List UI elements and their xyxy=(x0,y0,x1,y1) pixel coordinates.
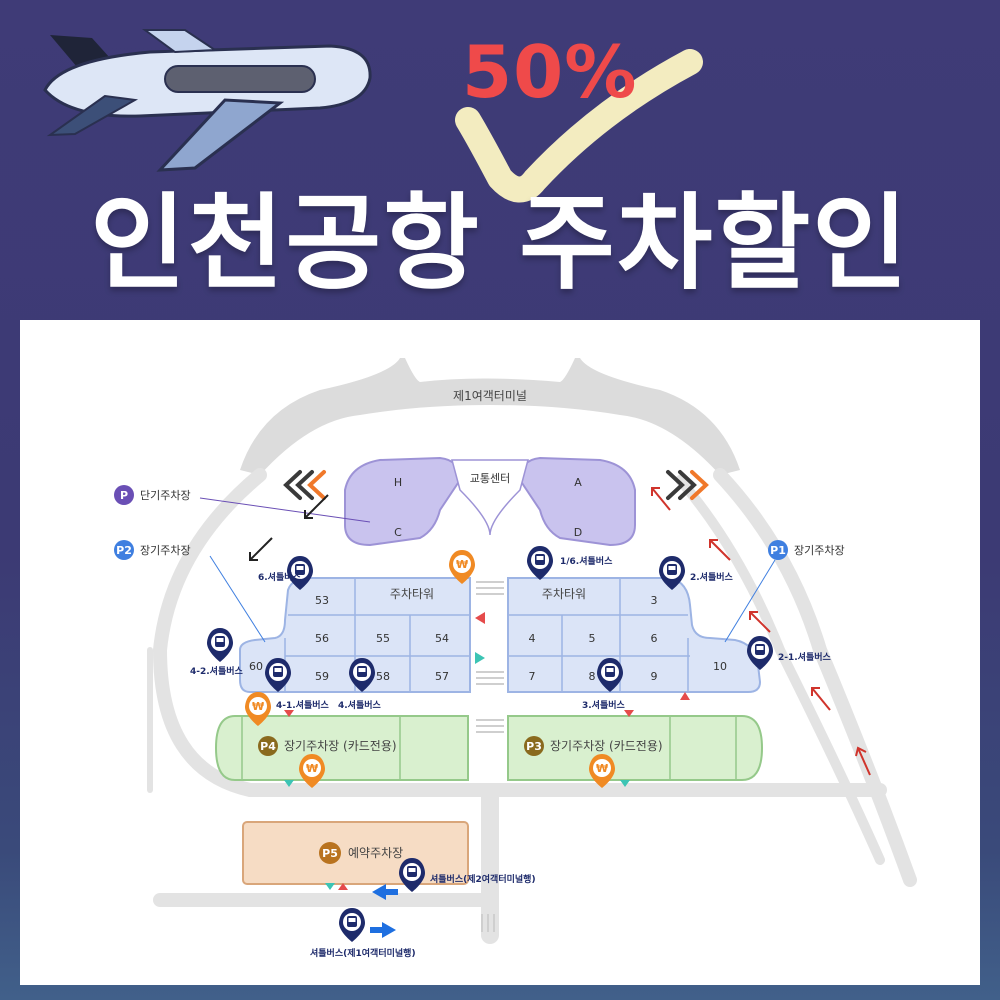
section-54: 54 xyxy=(435,632,449,645)
section-57: 57 xyxy=(435,670,449,683)
bus-icon[interactable] xyxy=(399,858,425,892)
short-term-parking: H A C D 교통센터 xyxy=(344,456,636,547)
shuttle-stops: 6.셔틀버스 1/6.셔틀버스 2.셔틀버스 4-2.셔틀버스 2-1.셔틀버스… xyxy=(190,546,832,959)
entry-markers xyxy=(284,612,690,890)
section-6: 6 xyxy=(651,632,658,645)
section-53: 53 xyxy=(315,594,329,607)
svg-text:P1: P1 xyxy=(770,544,786,557)
svg-text:P3: P3 xyxy=(526,740,542,753)
section-10: 10 xyxy=(713,660,727,673)
section-58: 58 xyxy=(376,670,390,683)
svg-text:P4: P4 xyxy=(260,740,276,753)
shuttle-stop-4: 4.셔틀버스 xyxy=(338,699,382,711)
banner-graphics xyxy=(43,29,703,203)
shuttle-stop-3: 3.셔틀버스 xyxy=(582,699,626,711)
parking-tower-right: 주차타워 xyxy=(542,587,586,601)
legend-p2-label: 장기주차장 xyxy=(140,544,191,557)
discount-text: 50% xyxy=(462,30,638,114)
p5-label: 예약주차장 xyxy=(348,845,403,860)
roads xyxy=(147,468,917,944)
section-60: 60 xyxy=(249,660,263,673)
p5-badge xyxy=(319,842,341,864)
shuttle-stop-2-1: 2-1.셔틀버스 xyxy=(778,651,832,663)
check-mark-icon xyxy=(455,49,703,203)
p3-parking-lot: P3 장기주차장 (카드전용) xyxy=(507,715,764,781)
shuttle-stop-6: 6.셔틀버스 xyxy=(258,571,302,583)
chevron-right-icon xyxy=(666,470,709,500)
bus-icon[interactable] xyxy=(207,628,233,662)
legend-p-badge xyxy=(114,485,134,505)
terminal-label: 제1여객터미널 xyxy=(453,389,527,403)
shuttle-to-terminal-2: 셔틀버스(제2여객터미널행) xyxy=(430,873,536,885)
legend-p1-label: 장기주차장 xyxy=(794,544,845,557)
terminal-building: 제1여객터미널 xyxy=(240,358,740,475)
section-55: 55 xyxy=(376,632,390,645)
p4-badge xyxy=(258,736,278,756)
section-59: 59 xyxy=(315,670,329,683)
arrow-icon xyxy=(370,884,398,938)
won-sign-icon[interactable] xyxy=(589,754,615,788)
p4-parking-lot: P4 장기주차장 (카드전용) xyxy=(214,715,469,781)
bus-icon[interactable] xyxy=(527,546,553,580)
svg-text:P2: P2 xyxy=(116,544,132,557)
section-4: 4 xyxy=(529,632,536,645)
transport-center-label: 교통센터 xyxy=(470,472,510,485)
parking-map: ₩ 제1여객터미널 H A C D 교통센터 xyxy=(20,320,980,985)
airplane-icon xyxy=(43,29,372,172)
won-sign-icon[interactable] xyxy=(299,754,325,788)
section-5: 5 xyxy=(589,632,596,645)
section-56: 56 xyxy=(315,632,329,645)
direction-arrows xyxy=(249,470,871,938)
short-term-section-d: D xyxy=(574,526,582,539)
p3-badge xyxy=(524,736,544,756)
arrow-icon xyxy=(249,494,329,561)
shuttle-to-terminal-1: 셔틀버스(제1여객터미널행) xyxy=(310,947,416,959)
short-term-section-c: C xyxy=(394,526,402,539)
p2-parking-block: 53 주차타워 56 55 54 60 59 58 57 xyxy=(239,577,471,693)
legend-p-label: 단기주차장 xyxy=(140,489,191,502)
legend: P 단기주차장 P2 장기주차장 P1 장기주차장 xyxy=(114,485,845,643)
arrow-icon xyxy=(651,487,871,776)
shuttle-stop-4-1: 4-1.셔틀버스 xyxy=(276,699,330,711)
short-term-section-h: H xyxy=(394,476,402,489)
map-svg: ₩ 제1여객터미널 H A C D 교통센터 xyxy=(114,358,917,959)
shuttle-stop-4-2: 4-2.셔틀버스 xyxy=(190,665,244,677)
bus-icon[interactable] xyxy=(339,908,365,942)
p4-label: 장기주차장 (카드전용) xyxy=(284,739,397,753)
chevron-left-icon xyxy=(283,470,326,500)
section-8: 8 xyxy=(589,670,596,683)
p3-label: 장기주차장 (카드전용) xyxy=(550,739,663,753)
short-term-section-a: A xyxy=(574,476,582,489)
svg-text:P5: P5 xyxy=(322,847,338,860)
section-9: 9 xyxy=(651,670,658,683)
shuttle-stop-1-6: 1/6.셔틀버스 xyxy=(560,555,613,567)
p1-parking-block: 주차타워 3 4 5 6 10 7 8 9 xyxy=(507,577,762,693)
page-title: 인천공항 주차할인 xyxy=(90,182,910,304)
section-7: 7 xyxy=(529,670,536,683)
banner: 50% 인천공항 주차할인 xyxy=(0,0,1000,320)
legend-p2-badge xyxy=(114,540,134,560)
crosswalks xyxy=(476,581,504,932)
section-3: 3 xyxy=(651,594,658,607)
legend-p1-badge xyxy=(768,540,788,560)
svg-text:P: P xyxy=(120,489,128,502)
shuttle-stop-2: 2.셔틀버스 xyxy=(690,571,734,583)
parking-tower-left: 주차타워 xyxy=(390,587,434,601)
